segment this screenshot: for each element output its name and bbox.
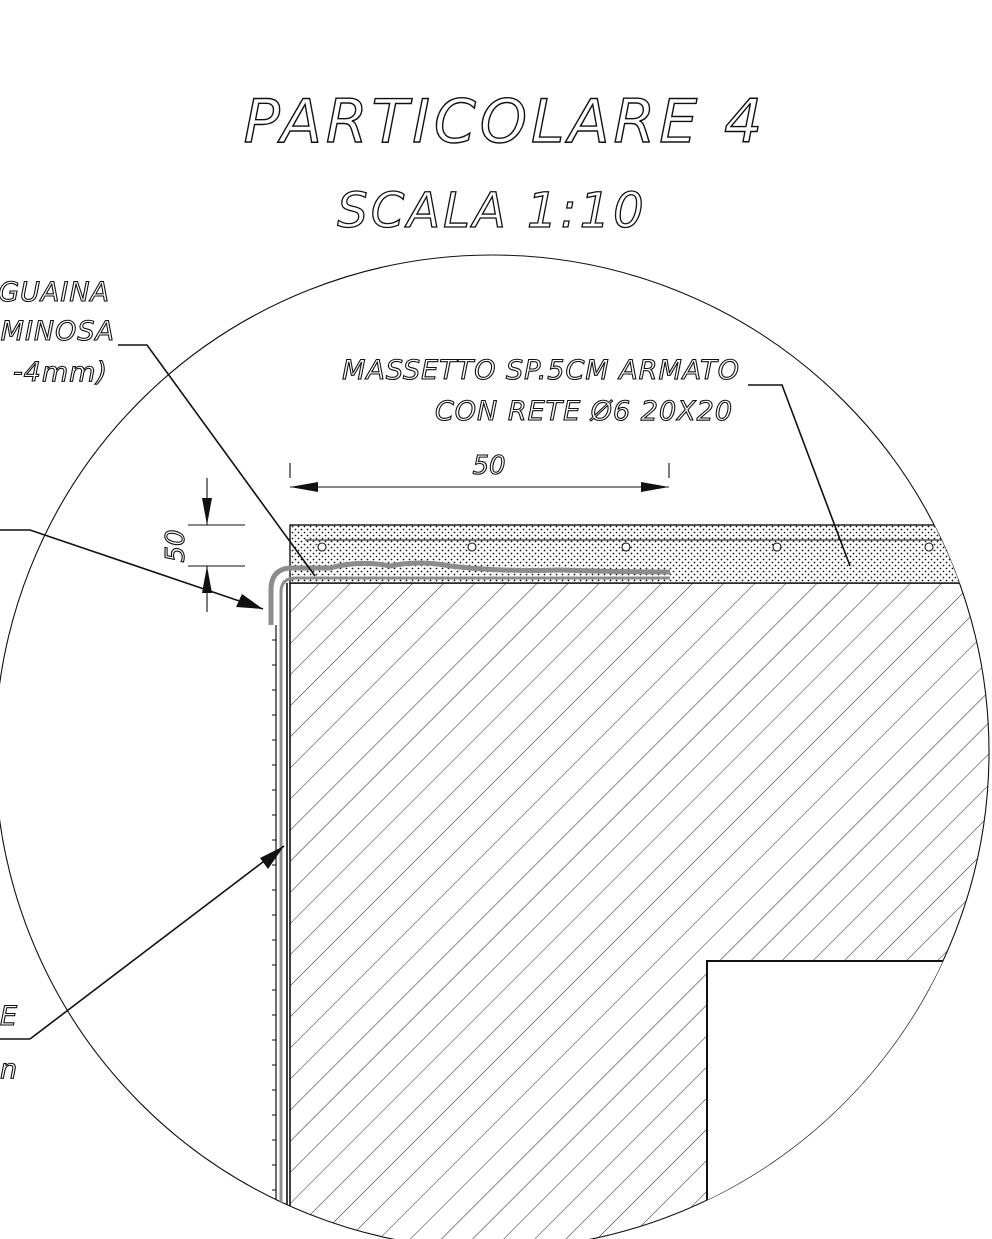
left-lower-leader: E n (0, 845, 285, 1086)
section-content (268, 524, 989, 1239)
horizontal-dimension: 50 (289, 450, 670, 492)
membrane-edge (279, 576, 670, 1239)
horizontal-dimension-value: 50 (472, 451, 505, 481)
screed-label-line1: MASSETTO SP.5CM ARMATO (342, 355, 740, 386)
waterproof-membrane (268, 560, 671, 625)
screed-label-line2: CON RETE Ø6 20X20 (435, 396, 733, 427)
lower-label-fragment-2: n (0, 1054, 18, 1085)
slab-opening (706, 960, 989, 1239)
detail-title: PARTICOLARE 4 (244, 87, 767, 157)
membrane-label-line2: MINOSA (1, 316, 115, 347)
vertical-dimension-value: 50 (161, 529, 191, 562)
lower-label-fragment-1: E (0, 1001, 18, 1032)
concrete-slab (289, 582, 989, 1239)
membrane-label-line3: -4mm) (13, 357, 108, 388)
detail-scale: SCALA 1:10 (337, 183, 646, 239)
left-upper-leader (0, 529, 264, 610)
face-texture (272, 639, 276, 1216)
membrane-annotation: GUAINA MINOSA -4mm) (0, 276, 316, 577)
screed-annotation: MASSETTO SP.5CM ARMATO CON RETE Ø6 20X20 (342, 354, 851, 567)
vertical-dimension: 50 (160, 478, 245, 612)
mesh-bar-sections (317, 542, 934, 552)
membrane-label-line1: GUAINA (0, 277, 110, 308)
